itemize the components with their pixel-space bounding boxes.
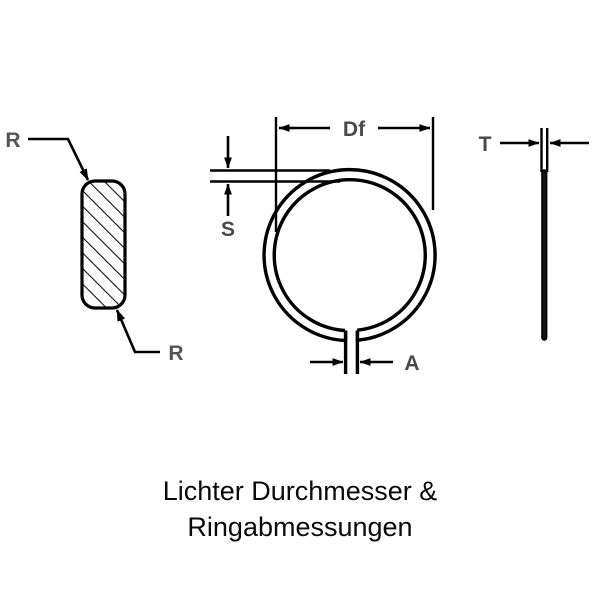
- ring-outer-contour: [262, 167, 437, 343]
- radius-label-bottom: R: [168, 342, 183, 365]
- figure-caption: Lichter Durchmesser & Ringabmessungen: [163, 476, 438, 542]
- df-label: Df: [343, 118, 366, 141]
- cross-section-view: R R: [5, 129, 183, 365]
- radius-label-top: R: [5, 129, 20, 152]
- caption-line-2: Ringabmessungen: [187, 512, 412, 542]
- ring-inner-contour: [272, 177, 427, 333]
- side-view-body: [541, 169, 548, 341]
- radius-leader-bottom: [115, 309, 160, 354]
- s-label: S: [221, 218, 235, 241]
- radius-leader-top: [28, 137, 90, 181]
- caption-line-1: Lichter Durchmesser &: [163, 476, 438, 506]
- front-view: Df S A: [210, 117, 437, 375]
- side-view: T: [479, 128, 589, 341]
- t-label: T: [479, 133, 492, 156]
- cross-section-body: [80, 179, 127, 310]
- a-label: A: [404, 352, 419, 375]
